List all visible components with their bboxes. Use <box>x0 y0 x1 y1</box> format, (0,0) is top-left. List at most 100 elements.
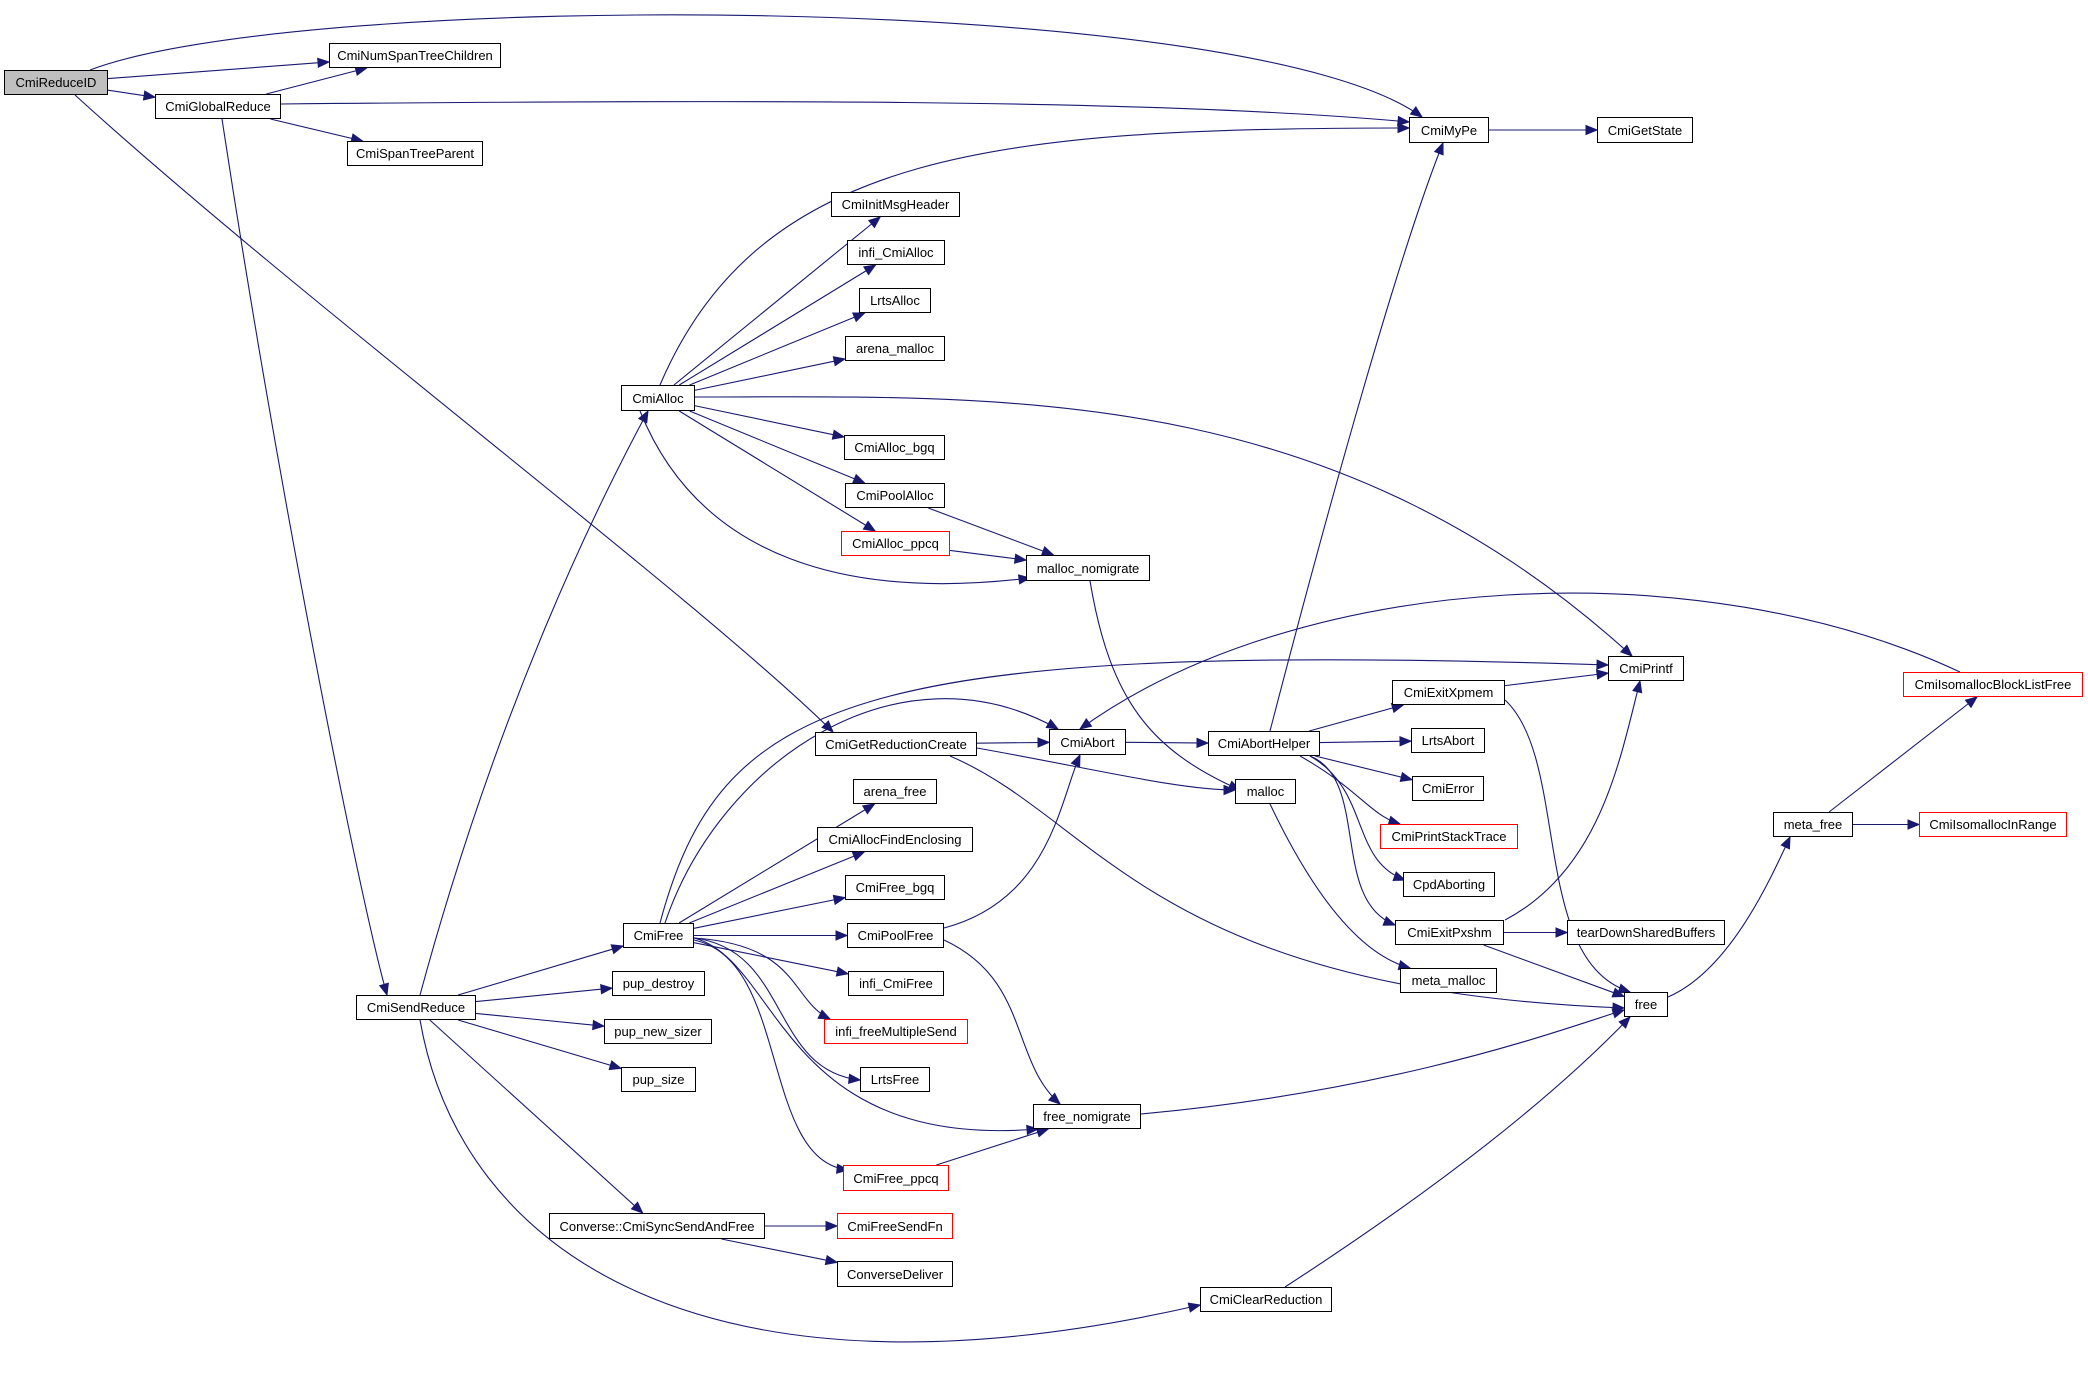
arrowhead-icon <box>378 982 389 997</box>
graph-node-cmiabort[interactable]: CmiAbort <box>1049 729 1126 755</box>
graph-node-cmipoolalloc[interactable]: CmiPoolAlloc <box>845 483 945 508</box>
arrowhead-icon <box>861 803 876 815</box>
edge-CmiReduceID-to-CmiGetReductionCreate <box>74 94 834 733</box>
graph-node-infi-freemultiplesend[interactable]: infi_freeMultipleSend <box>824 1019 968 1044</box>
graph-node-cmiclearreduction[interactable]: CmiClearReduction <box>1200 1287 1332 1312</box>
graph-node-cmiexitxpmem[interactable]: CmiExitXpmem <box>1392 680 1505 705</box>
edge-CmiGetReductionCreate-to-CmiAbort <box>976 741 1050 744</box>
graph-node-meta-malloc[interactable]: meta_malloc <box>1400 968 1497 993</box>
edge-CmiSendReduce-to-pup_size <box>457 1019 622 1069</box>
node-label: CmiIsomallocBlockListFree <box>1914 677 2072 692</box>
arrowhead-icon <box>592 1019 606 1031</box>
graph-node-free-nomigrate[interactable]: free_nomigrate <box>1033 1104 1141 1129</box>
arrowhead-icon <box>1047 1092 1061 1105</box>
arrowhead-icon <box>1045 718 1060 730</box>
node-label: CmiAbort <box>1060 734 1115 750</box>
graph-node-lrtsabort[interactable]: LrtsAbort <box>1411 728 1485 753</box>
graph-node-lrtsfree[interactable]: LrtsFree <box>860 1067 930 1092</box>
edge-CmiAlloc_ppcq-to-malloc_nomigrate <box>949 549 1027 561</box>
graph-node-cmialloc-ppcq[interactable]: CmiAlloc_ppcq <box>841 531 950 556</box>
edge-CmiAbort-to-CmiAbortHelper <box>1125 741 1209 744</box>
edge-CmiAbortHelper-to-CmiExitPxshm <box>1309 755 1396 926</box>
arrowhead-icon <box>821 720 834 733</box>
edge-malloc-to-meta_malloc <box>1269 803 1411 969</box>
node-label: LrtsFree <box>870 1072 920 1087</box>
graph-node-lrtsalloc[interactable]: LrtsAlloc <box>859 288 931 313</box>
node-label: CmiIsomallocInRange <box>1929 817 2057 832</box>
graph-node-infi-cmifree[interactable]: infi_CmiFree <box>848 971 944 996</box>
graph-node-cmifree-ppcq[interactable]: CmiFree_ppcq <box>843 1165 949 1191</box>
edge-CmiPoolFree-to-CmiAbort <box>943 754 1081 929</box>
edge-meta_free-to-CmiIsomallocBlockListFree <box>1828 696 1978 813</box>
arrowhead-icon <box>835 930 849 941</box>
graph-node-cminumspantreechildren[interactable]: CmiNumSpanTreeChildren <box>329 43 501 68</box>
arrowhead-icon <box>600 984 614 995</box>
node-label: CmiGetState <box>1607 122 1683 138</box>
node-label: Converse::CmiSyncSendAndFree <box>559 1218 755 1234</box>
graph-node-converse-cmisyncsendandfree[interactable]: Converse::CmiSyncSendAndFree <box>549 1213 765 1239</box>
node-label: CmiGetReductionCreate <box>825 736 967 752</box>
graph-node-cpdaborting[interactable]: CpdAborting <box>1403 872 1495 897</box>
node-label: CmiSendReduce <box>366 1000 466 1015</box>
graph-node-arena-free[interactable]: arena_free <box>853 779 937 804</box>
arrowhead-icon <box>610 944 625 955</box>
graph-node-cmiglobalreduce[interactable]: CmiGlobalReduce <box>155 94 281 119</box>
graph-node-teardownsharedbuffers[interactable]: tearDownSharedBuffers <box>1567 920 1725 945</box>
graph-node-pup-destroy[interactable]: pup_destroy <box>612 971 705 996</box>
graph-node-free[interactable]: free <box>1624 992 1668 1017</box>
graph-node-cmigetstate[interactable]: CmiGetState <box>1597 117 1693 143</box>
node-label: infi_CmiAlloc <box>858 245 934 260</box>
edge-CmiSendReduce-to-pup_destroy <box>475 987 613 1003</box>
node-label: free_nomigrate <box>1043 1109 1131 1124</box>
edge-CmiAlloc-to-CmiMyPe <box>659 127 1410 386</box>
arrowhead-icon <box>1196 737 1210 749</box>
arrowhead-icon <box>1618 1016 1631 1029</box>
node-label: CmiFree <box>633 928 684 943</box>
graph-node-cmialloc[interactable]: CmiAlloc <box>621 385 695 411</box>
graph-node-cmiaborthelper[interactable]: CmiAbortHelper <box>1208 731 1320 756</box>
graph-node-cmiisomallocinrange[interactable]: CmiIsomallocInRange <box>1919 812 2067 837</box>
graph-node-infi-cmialloc[interactable]: infi_CmiAlloc <box>847 240 945 265</box>
graph-node-cmiprintf[interactable]: CmiPrintf <box>1608 656 1684 681</box>
graph-node-cmifreesendfn[interactable]: CmiFreeSendFn <box>837 1213 953 1239</box>
graph-node-cmifree-bgq[interactable]: CmiFree_bgq <box>845 875 945 900</box>
graph-node-cmiinitmsgheader[interactable]: CmiInitMsgHeader <box>831 192 960 217</box>
graph-node-cmifree[interactable]: CmiFree <box>623 923 694 948</box>
node-label: CmiFree_bgq <box>855 880 935 895</box>
arrowhead-icon <box>1399 736 1413 747</box>
graph-node-malloc-nomigrate[interactable]: malloc_nomigrate <box>1026 555 1150 581</box>
graph-node-cmialloc-bgq[interactable]: CmiAlloc_bgq <box>844 435 945 460</box>
edge-CmiAlloc-to-LrtsAlloc <box>689 312 865 386</box>
arrowhead-icon <box>867 216 882 229</box>
arrowhead-icon <box>1433 141 1444 156</box>
node-label: CpdAborting <box>1412 877 1486 892</box>
graph-node-arena-malloc[interactable]: arena_malloc <box>845 336 945 361</box>
graph-node-cmiexitpxshm[interactable]: CmiExitPxshm <box>1395 920 1504 945</box>
graph-node-pup-new-sizer[interactable]: pup_new_sizer <box>604 1019 712 1044</box>
graph-node-cmipoolfree[interactable]: CmiPoolFree <box>847 923 944 948</box>
edge-CmiAlloc-to-arena_malloc <box>694 358 846 391</box>
arrowhead-icon <box>863 264 877 276</box>
edge-CmiExitXpmem-to-CmiPrintf <box>1504 672 1609 687</box>
node-label: CmiExitXpmem <box>1403 685 1494 700</box>
arrowhead-icon <box>832 356 847 367</box>
graph-node-cmierror[interactable]: CmiError <box>1412 776 1484 801</box>
graph-node-malloc[interactable]: malloc <box>1235 779 1296 804</box>
graph-node-cmiallocfindenclosing[interactable]: CmiAllocFindEnclosing <box>817 827 973 852</box>
node-label: tearDownSharedBuffers <box>1576 925 1716 940</box>
edge-CmiAbortHelper-to-LrtsAbort <box>1319 740 1412 744</box>
edge-free_nomigrate-to-free <box>1140 1009 1625 1115</box>
graph-node-cmiisomallocblocklistfree[interactable]: CmiIsomallocBlockListFree <box>1903 672 2083 697</box>
arrowhead-icon <box>1907 819 1921 830</box>
graph-node-cmiprintstacktrace[interactable]: CmiPrintStackTrace <box>1380 824 1518 849</box>
arrowhead-icon <box>1392 871 1407 881</box>
graph-node-pup-size[interactable]: pup_size <box>621 1067 696 1092</box>
graph-node-cmispantreeparent[interactable]: CmiSpanTreeParent <box>347 141 483 166</box>
graph-node-cmimype[interactable]: CmiMyPe <box>1409 117 1489 143</box>
edge-CmiIsomallocBlockListFree-to-CmiAbort <box>1079 592 1961 730</box>
graph-node-conversedeliver[interactable]: ConverseDeliver <box>837 1261 953 1287</box>
graph-node-cmisendreduce[interactable]: CmiSendReduce <box>356 995 476 1020</box>
graph-node-cmigetreductioncreate[interactable]: CmiGetReductionCreate <box>815 732 977 756</box>
graph-node-meta-free[interactable]: meta_free <box>1773 812 1853 837</box>
